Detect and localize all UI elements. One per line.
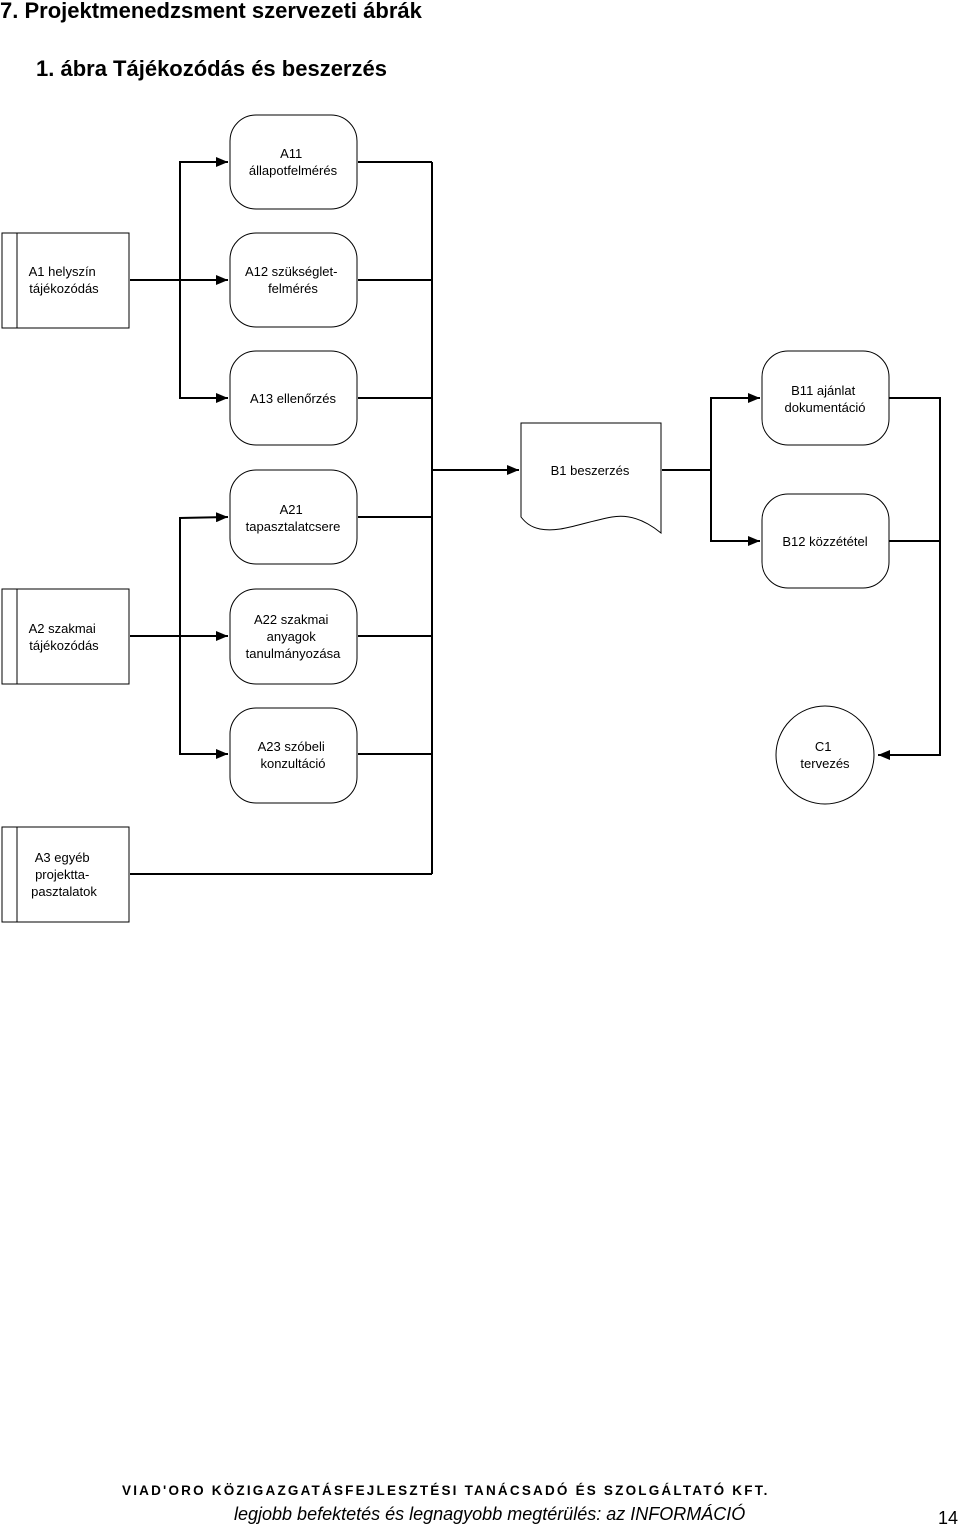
node-a21: A21 tapasztalatcsere xyxy=(229,469,358,565)
node-b1-line-1: B1 beszerzés xyxy=(551,463,630,478)
node-a3-line-3: pasztalatok xyxy=(31,884,97,899)
node-a23-label: A23 szóbeli konzultáció xyxy=(258,739,329,771)
node-b1-label: B1 beszerzés xyxy=(551,463,630,478)
node-a2-line-2: tájékozódás xyxy=(29,638,99,653)
node-a22-label: A22 szakmai anyagok tanulmányozása xyxy=(246,612,341,661)
node-b11-label: B11 ajánlat dokumentáció xyxy=(785,383,866,415)
node-a1: A1 helyszín tájékozódás xyxy=(1,232,130,329)
node-a1-label: A1 helyszín tájékozódás xyxy=(29,264,100,296)
node-a12-line-2: felmérés xyxy=(268,281,318,296)
connector-a1-a11 xyxy=(130,157,228,281)
node-a2-line-1: A2 szakmai xyxy=(29,621,96,636)
node-a11-line-1: A11 xyxy=(280,146,302,161)
node-c1-line-1: C1 xyxy=(815,739,832,754)
node-a22-line-3: tanulmányozása xyxy=(246,646,341,661)
node-a21-label: A21 tapasztalatcsere xyxy=(246,502,341,534)
node-b12: B12 közzététel xyxy=(761,493,890,589)
node-c1: C1 tervezés xyxy=(775,705,875,805)
figure-title: 1. ábra Tájékozódás és beszerzés xyxy=(36,56,387,81)
node-a1-line-2: tájékozódás xyxy=(29,281,99,296)
node-a11-line-2: állapotfelmérés xyxy=(249,163,338,178)
node-b12-line-1: B12 közzététel xyxy=(782,534,867,549)
node-a23-line-1: A23 szóbeli xyxy=(258,739,325,754)
node-a12: A12 szükséglet- felmérés xyxy=(229,232,358,328)
node-b12-label: B12 közzététel xyxy=(782,534,867,549)
node-a3-line-1: A3 egyéb xyxy=(35,850,90,865)
page-number: 14 xyxy=(938,1508,959,1528)
node-b11: B11 ajánlat dokumentáció xyxy=(761,350,890,446)
node-a22-line-2: anyagok xyxy=(267,629,317,644)
node-a22: A22 szakmai anyagok tanulmányozása xyxy=(229,588,358,685)
node-a2-label: A2 szakmai tájékozódás xyxy=(29,621,100,653)
node-a1-line-1: A1 helyszín xyxy=(29,264,96,279)
node-a11-label: A11 állapotfelmérés xyxy=(249,146,338,178)
node-a21-line-1: A21 xyxy=(280,502,303,517)
node-a21-line-2: tapasztalatcsere xyxy=(246,519,341,534)
node-a23-line-2: konzultáció xyxy=(260,756,325,771)
node-a13-line-1: A13 ellenőrzés xyxy=(250,391,336,406)
node-a3-line-2: projektta- xyxy=(35,867,89,882)
connector-a2-a23 xyxy=(179,636,228,759)
node-a13: A13 ellenőrzés xyxy=(229,350,358,446)
section-heading: 7. Projektmenedzsment szervezeti ábrák xyxy=(0,0,422,23)
node-a3-label: A3 egyéb projektta- pasztalatok xyxy=(31,850,97,899)
connectors xyxy=(130,157,941,875)
node-a11: A11 állapotfelmérés xyxy=(229,114,358,210)
footer-company-name: VIAD'ORO KÖZIGAZGATÁSFEJLESZTÉSI TANÁCSA… xyxy=(122,1483,770,1498)
connector-a2-a21 xyxy=(130,512,229,637)
node-a23: A23 szóbeli konzultáció xyxy=(229,707,358,804)
node-a12-label: A12 szükséglet- felmérés xyxy=(245,264,341,296)
node-a12-line-1: A12 szükséglet- xyxy=(245,264,338,279)
node-a3: A3 egyéb projektta- pasztalatok xyxy=(1,826,130,923)
node-c1-label: C1 tervezés xyxy=(800,739,850,771)
connector-b11-c1 xyxy=(878,397,941,760)
node-c1-line-2: tervezés xyxy=(800,756,850,771)
node-a22-line-1: A22 szakmai xyxy=(254,612,329,627)
connector-b1-b12 xyxy=(710,470,760,546)
node-a13-label: A13 ellenőrzés xyxy=(250,391,336,406)
process-diagram: A1 helyszín tájékozódás A2 szakmai tájék… xyxy=(1,114,941,923)
node-b11-line-1: B11 ajánlat xyxy=(791,383,855,398)
node-a2: A2 szakmai tájékozódás xyxy=(1,588,130,685)
node-b1: B1 beszerzés xyxy=(520,422,662,535)
node-b11-line-2: dokumentáció xyxy=(785,400,866,415)
footer-tagline: legjobb befektetés és legnagyobb megtérü… xyxy=(234,1504,746,1524)
connector-a1-a13 xyxy=(179,280,228,403)
connector-b1-b11 xyxy=(662,393,760,471)
